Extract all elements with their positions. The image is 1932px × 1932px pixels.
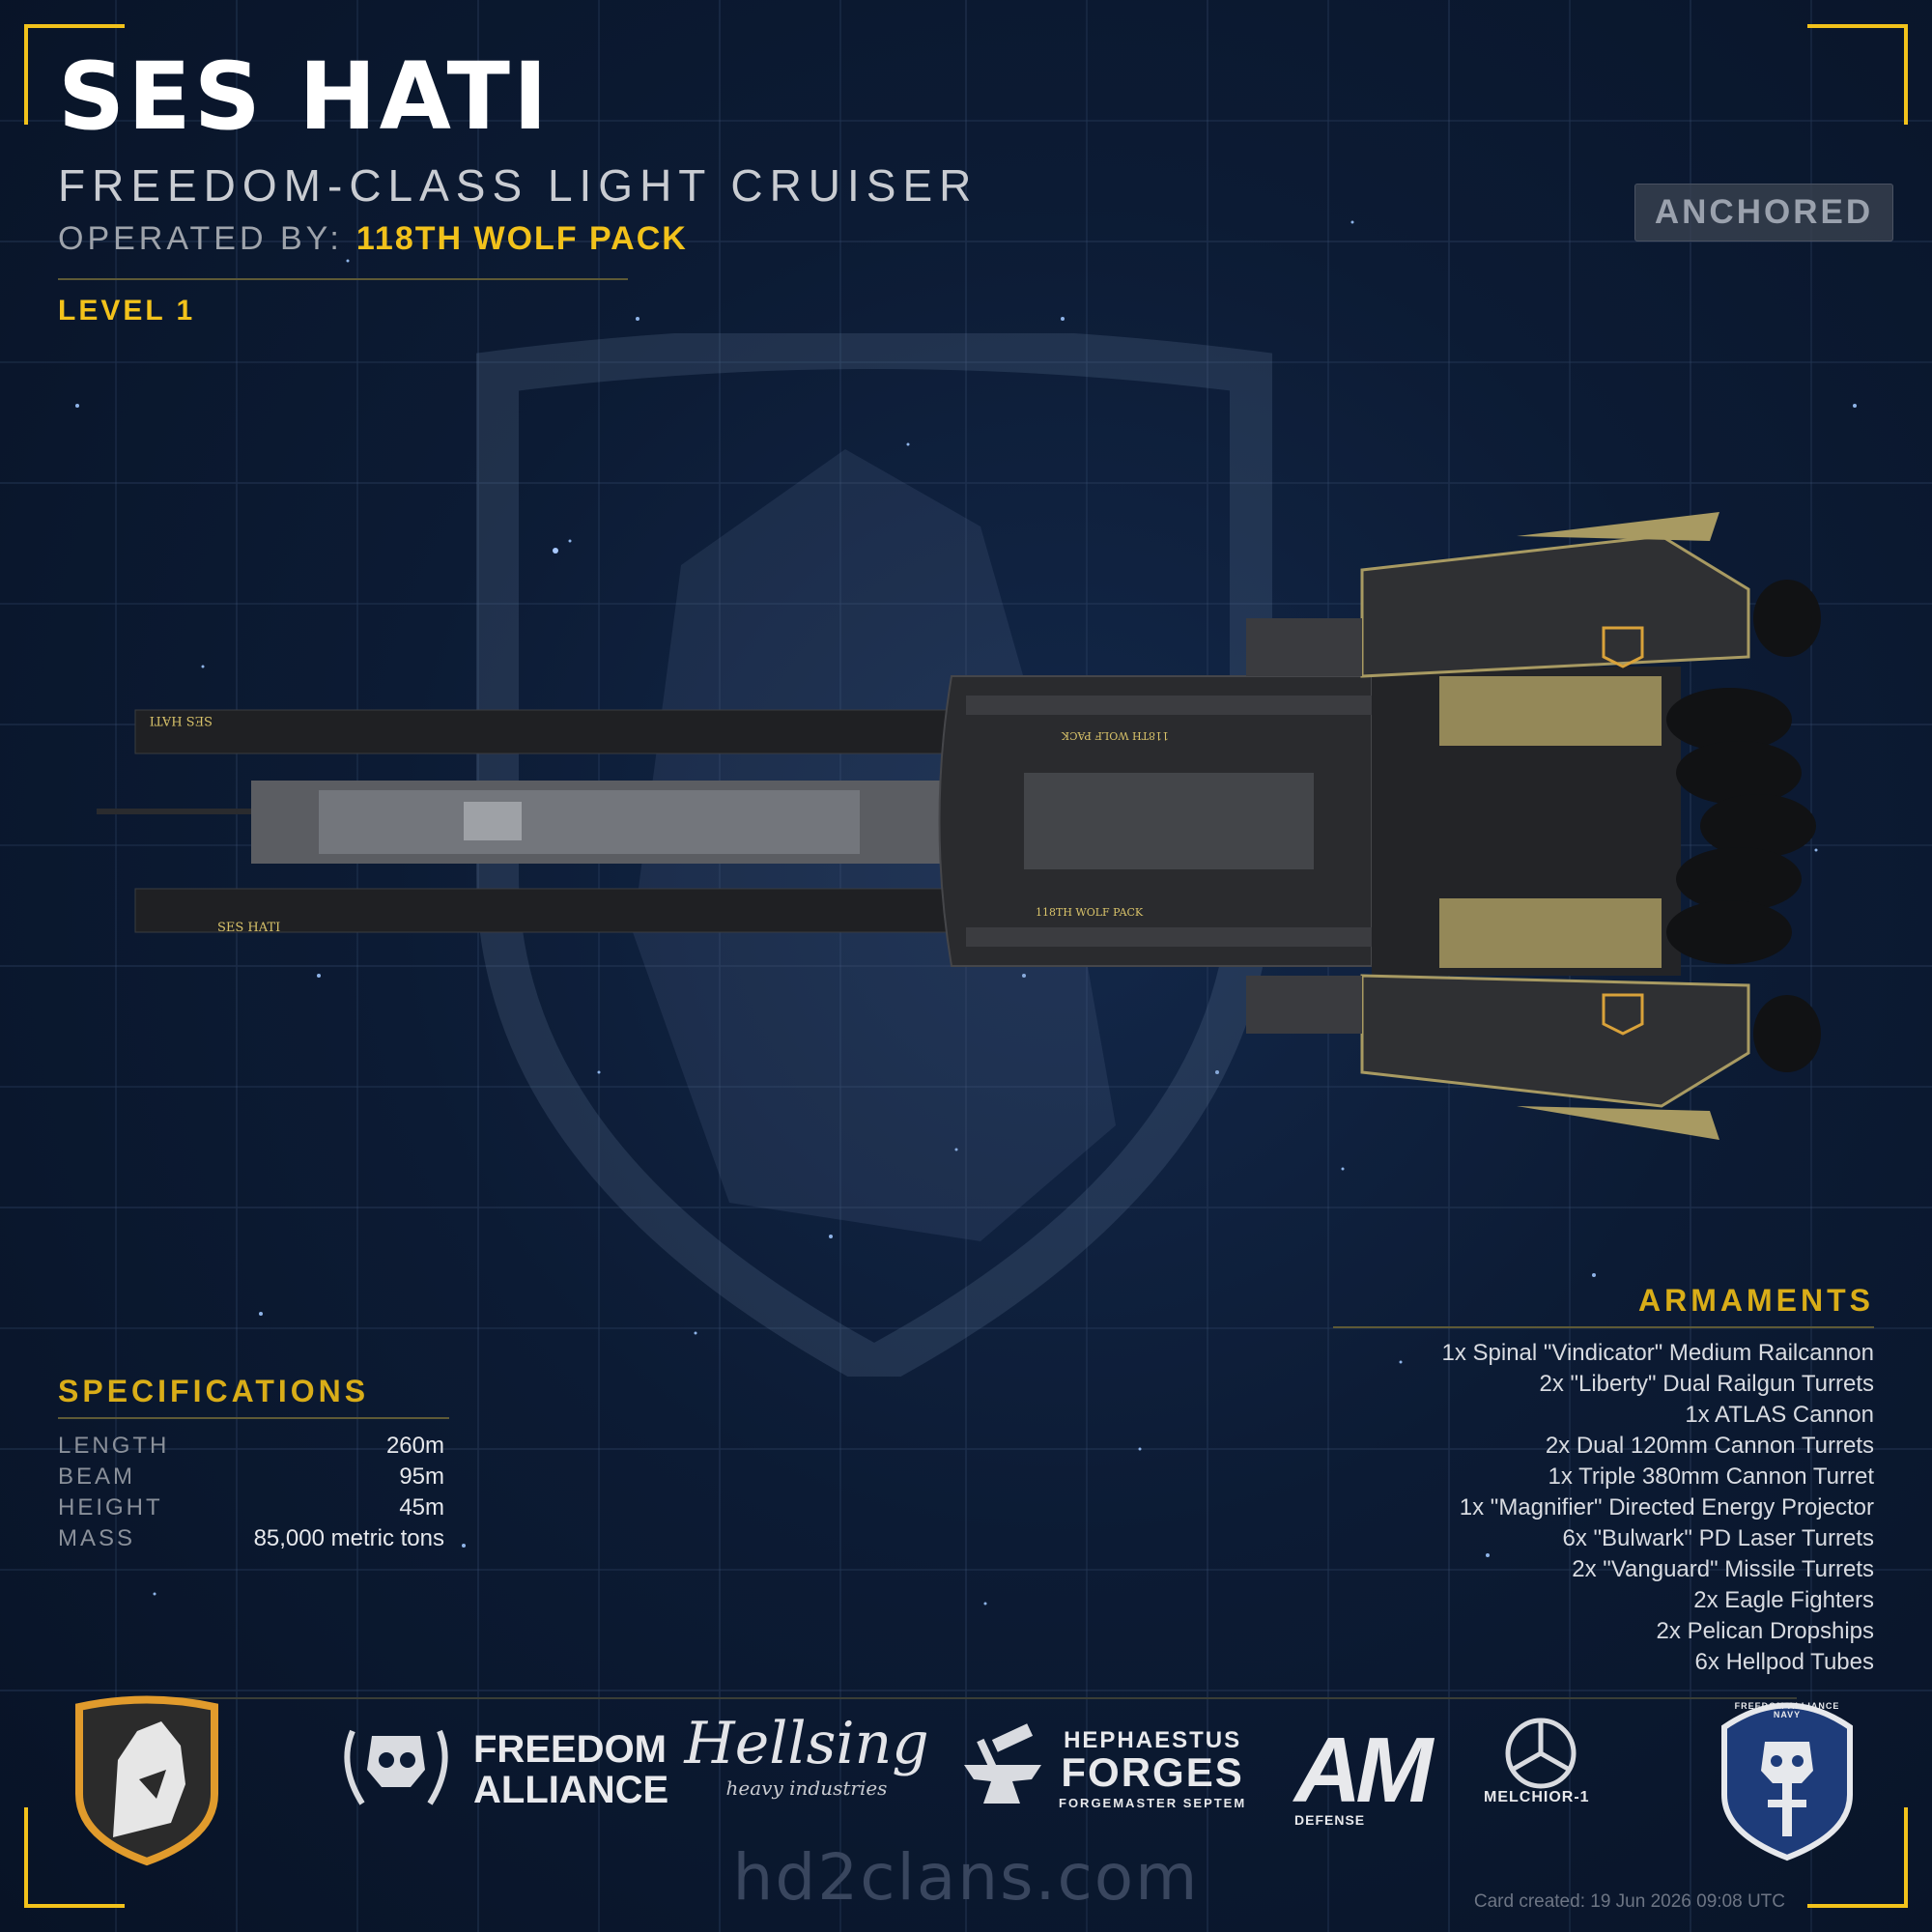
spec-row-beam: BEAM 95m — [58, 1462, 444, 1492]
site-watermark: hd2clans.com — [732, 1840, 1200, 1915]
spec-label: BEAM — [58, 1463, 136, 1490]
anvil-hammer-icon — [964, 1723, 1041, 1804]
hellsing-logo-subtitle: heavy industries — [725, 1776, 888, 1800]
ship-name-title: SES HATI — [58, 43, 551, 151]
spec-value: 95m — [399, 1463, 444, 1490]
spec-label: HEIGHT — [58, 1494, 163, 1520]
hephaestus-line-2: FORGES — [1061, 1749, 1244, 1795]
melchior-logo-text: MELCHIOR-1 — [1484, 1789, 1590, 1805]
frame-corner-bottom-right — [1807, 1807, 1908, 1908]
operated-by-line: OPERATED BY: 118TH WOLF PACK — [58, 220, 688, 258]
armament-item: 2x Dual 120mm Cannon Turrets — [1545, 1433, 1874, 1459]
frame-corner-top-left — [24, 24, 125, 125]
navy-badge-text: FREEDOM ALLIANCE NAVY — [1734, 1701, 1840, 1719]
armament-item: 6x Hellpod Tubes — [1694, 1649, 1874, 1675]
specifications-panel: SPECIFICATIONS LENGTH 260m BEAM 95m HEIGHT… — [58, 1374, 449, 1554]
spec-label: MASS — [58, 1525, 136, 1551]
armaments-title: ARMAMENTS — [1638, 1283, 1874, 1318]
armaments-divider — [1333, 1326, 1874, 1328]
armament-item: 2x Eagle Fighters — [1693, 1587, 1874, 1613]
hull-marking-wolf-pack-top: 118TH WOLF PACK — [1061, 729, 1169, 742]
hull-marking-wolf-pack-bottom: 118TH WOLF PACK — [1036, 906, 1144, 919]
header-divider — [58, 278, 628, 280]
armament-item: 1x Spinal "Vindicator" Medium Railcannon — [1441, 1340, 1874, 1366]
wolf-emblem-icon — [75, 1695, 218, 1866]
spec-row-mass: MASS 85,000 metric tons — [58, 1523, 444, 1554]
freedom-alliance-line-2: ALLIANCE — [473, 1769, 669, 1811]
hull-marking-ses-hati-bottom: SES HATI — [217, 921, 280, 935]
am-logo-sub: DEFENSE — [1294, 1812, 1366, 1828]
spec-value: 260m — [385, 1433, 444, 1459]
freedom-alliance-logo-text: FREEDOM ALLIANCE — [473, 1729, 668, 1810]
armaments-list: 1x Spinal "Vindicator" Medium Railcannon… — [1333, 1338, 1874, 1678]
armament-item: 1x ATLAS Cannon — [1685, 1402, 1874, 1428]
operated-by-label: OPERATED BY: — [58, 220, 343, 257]
hellsing-logo: Hellsing heavy industries — [681, 1715, 932, 1800]
spec-value: 85,000 metric tons — [253, 1525, 444, 1551]
specifications-divider — [58, 1417, 449, 1419]
hephaestus-line-1: HEPHAESTUS — [1064, 1727, 1242, 1753]
am-logo-mark: AM — [1294, 1719, 1433, 1822]
card-created-timestamp: Card created: 19 Jun 2026 09:08 UTC — [1473, 1891, 1785, 1912]
spec-row-height: HEIGHT 45m — [58, 1492, 444, 1523]
am-defense-logo: AM DEFENSE — [1294, 1719, 1433, 1828]
footer-divider — [135, 1697, 1797, 1699]
operator-name: 118TH WOLF PACK — [355, 220, 688, 257]
spec-value: 45m — [399, 1494, 444, 1520]
armament-item: 2x "Vanguard" Missile Turrets — [1572, 1556, 1874, 1582]
hephaestus-line-3: FORGEMASTER SEPTEM — [1059, 1796, 1247, 1810]
freedom-alliance-line-1: FREEDOM — [473, 1728, 667, 1771]
armaments-panel: ARMAMENTS 1x Spinal "Vindicator" Medium … — [1333, 1283, 1874, 1678]
spec-label: LENGTH — [58, 1433, 170, 1459]
hephaestus-logo-text: HEPHAESTUS FORGES FORGEMASTER SEPTEM — [1059, 1727, 1247, 1810]
navy-skull-badge-icon — [1721, 1702, 1853, 1861]
armament-item: 2x "Liberty" Dual Railgun Turrets — [1539, 1371, 1874, 1397]
armament-item: 1x "Magnifier" Directed Energy Projector — [1459, 1494, 1874, 1520]
spec-row-length: LENGTH 260m — [58, 1431, 444, 1462]
skull-wreath-icon — [344, 1729, 448, 1805]
melchior-icon — [1505, 1718, 1577, 1789]
hull-marking-ses-hati-top: SES HATI — [150, 713, 213, 727]
status-badge: ANCHORED — [1634, 184, 1893, 242]
armament-item: 1x Triple 380mm Cannon Turret — [1548, 1463, 1875, 1490]
armament-item: 6x "Bulwark" PD Laser Turrets — [1562, 1525, 1874, 1551]
specifications-title: SPECIFICATIONS — [58, 1374, 370, 1408]
armament-item: 2x Pelican Dropships — [1656, 1618, 1874, 1644]
ship-level: LEVEL 1 — [58, 295, 196, 327]
frame-corner-top-right — [1807, 24, 1908, 125]
frame-corner-bottom-left — [24, 1807, 125, 1908]
ship-class-subtitle: FREEDOM-CLASS LIGHT CRUISER — [58, 160, 979, 211]
hellsing-logo-title: Hellsing — [684, 1710, 929, 1777]
